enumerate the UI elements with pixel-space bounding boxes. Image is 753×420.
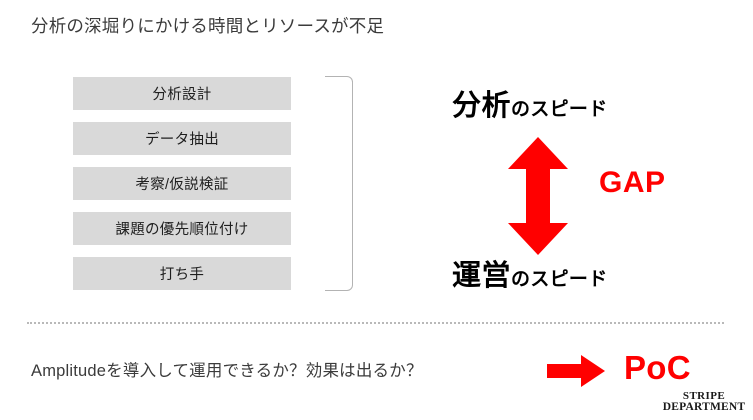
poc-label: PoC bbox=[624, 349, 691, 386]
double-headed-vertical-arrow-icon bbox=[506, 137, 570, 255]
right-arrow-icon bbox=[547, 355, 605, 387]
process-step-item: 課題の優先順位付け bbox=[73, 212, 291, 245]
process-step-label: 分析設計 bbox=[152, 87, 212, 103]
page-title: 分析の深堀りにかける時間とリソースが不足 bbox=[31, 16, 385, 36]
operation-speed-label: 運営のスピード bbox=[452, 252, 608, 294]
process-step-label: 打ち手 bbox=[159, 267, 205, 283]
section-divider bbox=[27, 322, 724, 324]
gap-label: GAP bbox=[599, 166, 666, 199]
process-step-item: 打ち手 bbox=[73, 257, 291, 290]
operation-speed-emphasis: 運営 bbox=[452, 260, 512, 292]
logo-line-two: DEPARTMENT bbox=[662, 401, 746, 413]
analysis-speed-label: 分析のスピード bbox=[452, 82, 608, 124]
analysis-speed-emphasis: 分析 bbox=[452, 90, 512, 122]
analysis-speed-suffix: のスピード bbox=[511, 99, 608, 120]
operation-speed-suffix: のスピード bbox=[511, 269, 608, 290]
process-step-item: データ抽出 bbox=[73, 122, 291, 155]
process-step-label: 課題の優先順位付け bbox=[115, 222, 249, 238]
process-step-list: 分析設計 データ抽出 考察/仮説検証 課題の優先順位付け 打ち手 bbox=[73, 77, 291, 290]
process-step-item: 分析設計 bbox=[73, 77, 291, 110]
right-curly-bracket-icon bbox=[325, 76, 353, 291]
bottom-question-text: Amplitudeを導入して運用できるか？効果は出るか？ bbox=[31, 362, 423, 380]
logo-line-one: STRIPE bbox=[682, 390, 726, 402]
process-step-label: 考察/仮説検証 bbox=[135, 177, 229, 193]
process-step-item: 考察/仮説検証 bbox=[73, 167, 291, 200]
stripe-department-logo: STRIPE DEPARTMENT bbox=[660, 391, 748, 414]
process-step-label: データ抽出 bbox=[145, 132, 219, 148]
